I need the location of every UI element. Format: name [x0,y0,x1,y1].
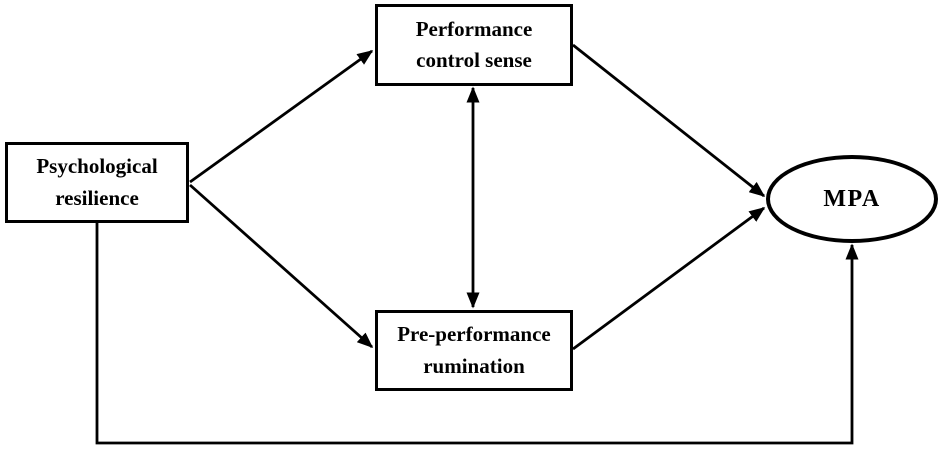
node-performance-control-sense: Performance control sense [375,4,573,86]
node-mpa: MPA [766,155,938,243]
edge-resilience-to-mpa-direct [95,223,859,445]
edge-resilience-to-rumination [189,183,374,349]
node-mpa-label: MPA [823,186,881,212]
node-performance-control-sense-label: Performance control sense [415,16,533,73]
edge-rumination-to-mpa [572,206,766,351]
node-psychological-resilience: Psychological resilience [5,142,189,223]
node-pre-performance-rumination-label: Pre-performance rumination [397,322,551,378]
node-pre-performance-rumination: Pre-performance rumination [375,310,573,391]
edge-control-to-mpa [572,43,766,198]
node-psychological-resilience-label: Psychological resilience [36,154,158,210]
edge-resilience-to-control [189,49,374,184]
